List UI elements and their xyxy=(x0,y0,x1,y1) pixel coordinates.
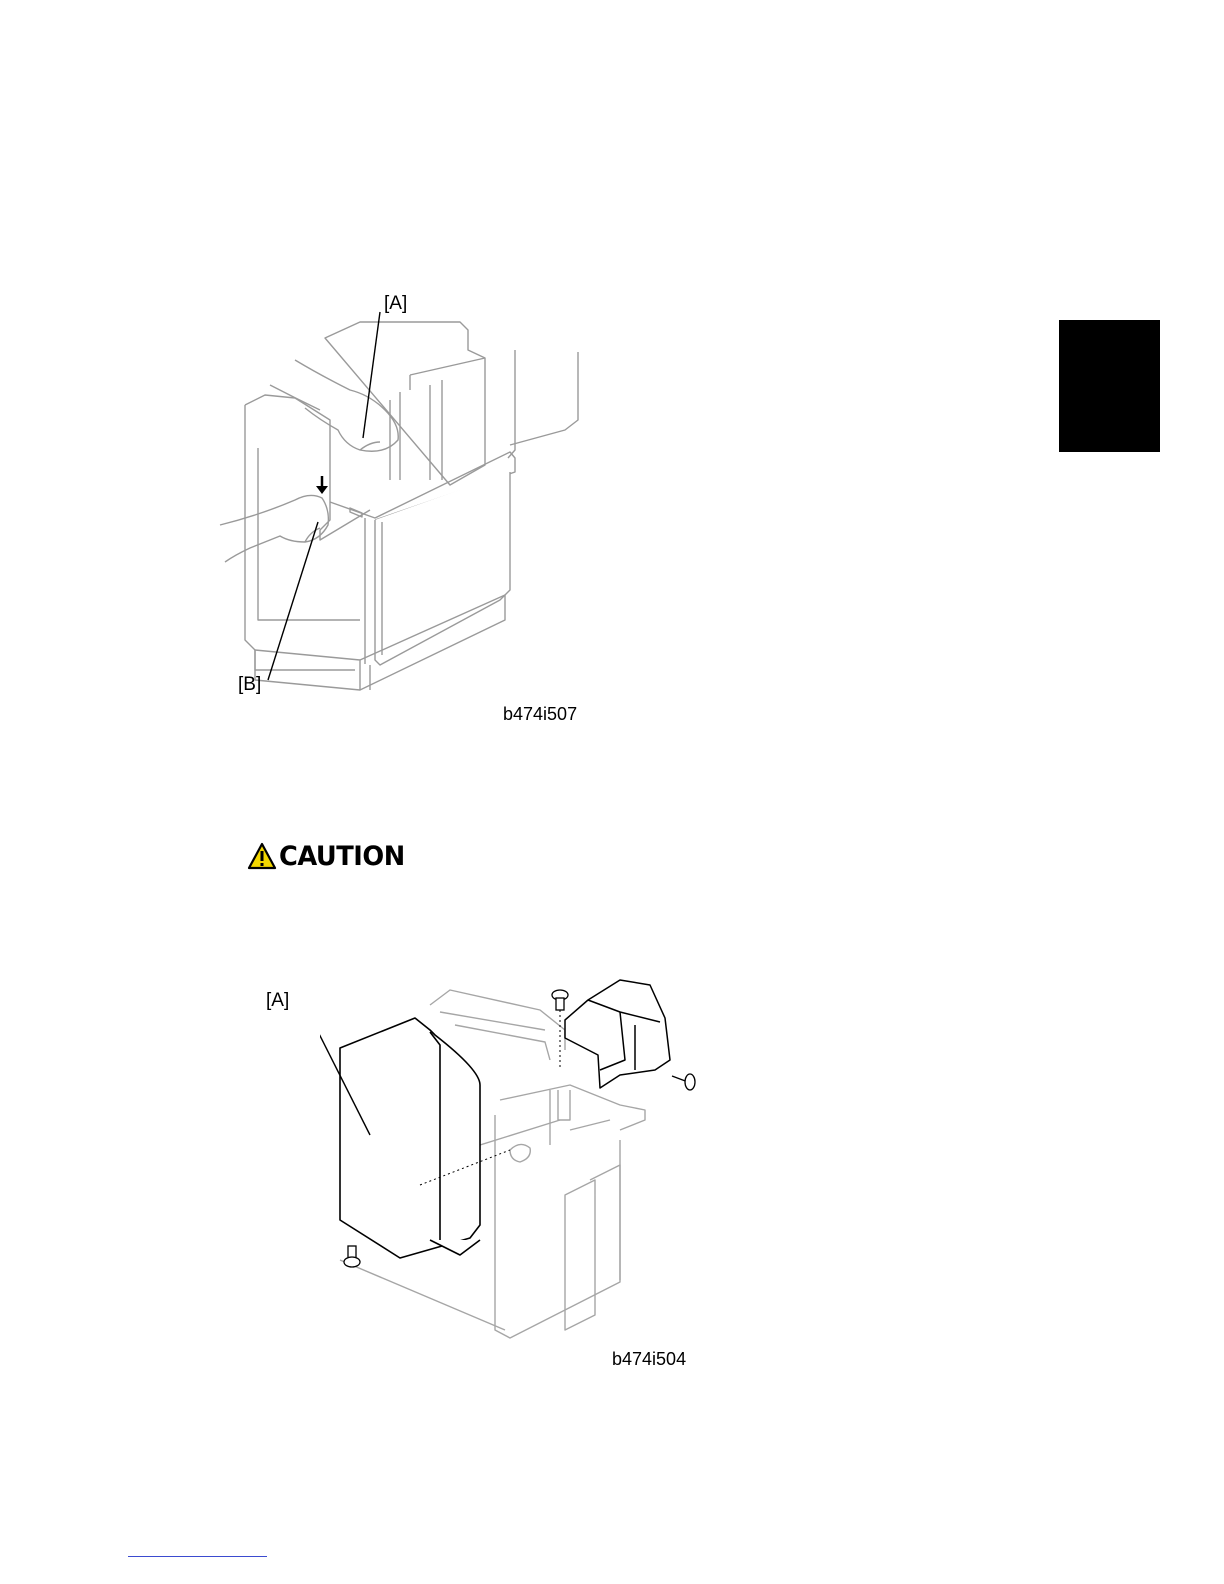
screw-right-icon xyxy=(672,1074,695,1090)
down-arrow-icon xyxy=(316,476,328,494)
figure-1-callout-a: [A] xyxy=(384,294,407,313)
figure-2-illustration xyxy=(320,970,710,1350)
figure-b474i507 xyxy=(210,280,600,720)
caution-label: CAUTION xyxy=(247,838,411,874)
figure-b474i504 xyxy=(320,970,710,1350)
footer-rule xyxy=(128,1556,267,1557)
caution-text: CAUTION xyxy=(279,841,405,872)
warning-triangle-icon xyxy=(247,842,277,870)
figure-2-code: b474i504 xyxy=(612,1350,686,1368)
figure-1-code: b474i507 xyxy=(503,705,577,723)
section-tab-marker xyxy=(1059,320,1160,452)
figure-2-callout-a: [A] xyxy=(266,991,289,1010)
screw-bottom-icon xyxy=(344,1246,360,1267)
figure-1-illustration xyxy=(210,280,600,720)
figure-1-callout-b: [B] xyxy=(238,675,261,694)
screw-top-icon xyxy=(552,990,568,1010)
